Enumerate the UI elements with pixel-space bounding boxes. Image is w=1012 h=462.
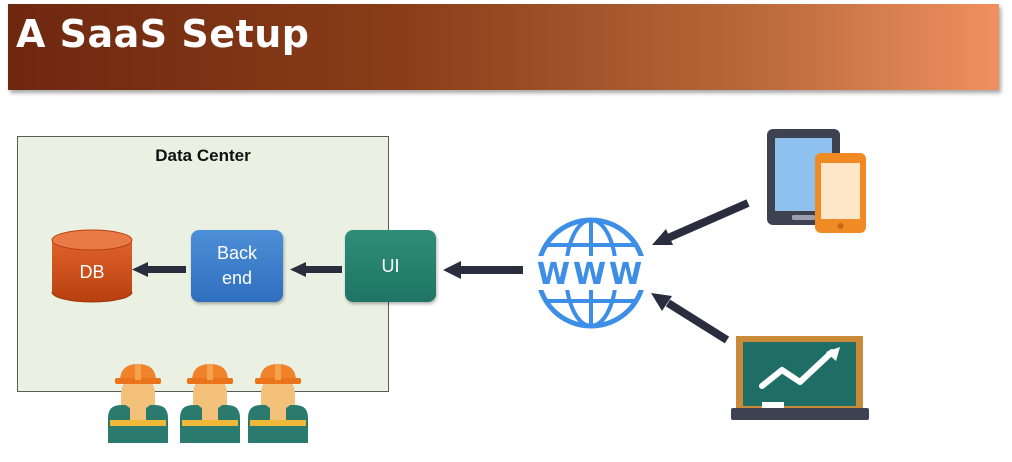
- title-banner: A SaaS Setup: [8, 4, 999, 90]
- www-globe-icon: WWW: [528, 217, 654, 329]
- www-text: WWW: [537, 257, 645, 292]
- arrow-backend-to-db: [132, 262, 186, 277]
- chalkboard-chart-icon: [731, 336, 869, 420]
- phone-icon: [815, 153, 866, 233]
- arrow-ui-to-backend: [290, 262, 342, 277]
- construction-worker-icon: [108, 364, 308, 443]
- ui-label: UI: [381, 255, 400, 276]
- data-center-label: Data Center: [155, 146, 251, 165]
- slide-title: A SaaS Setup: [16, 12, 310, 56]
- ui-box: UI: [345, 230, 436, 302]
- backend-label: Back end: [216, 243, 258, 288]
- arrow-www-to-ui: [443, 261, 523, 279]
- db-label: DB: [79, 262, 105, 282]
- arrow-desktop-to-www: [651, 293, 730, 344]
- database-cylinder-icon: [51, 229, 133, 303]
- arrow-mobile-to-www: [652, 199, 750, 245]
- backend-box: Back end: [191, 230, 283, 302]
